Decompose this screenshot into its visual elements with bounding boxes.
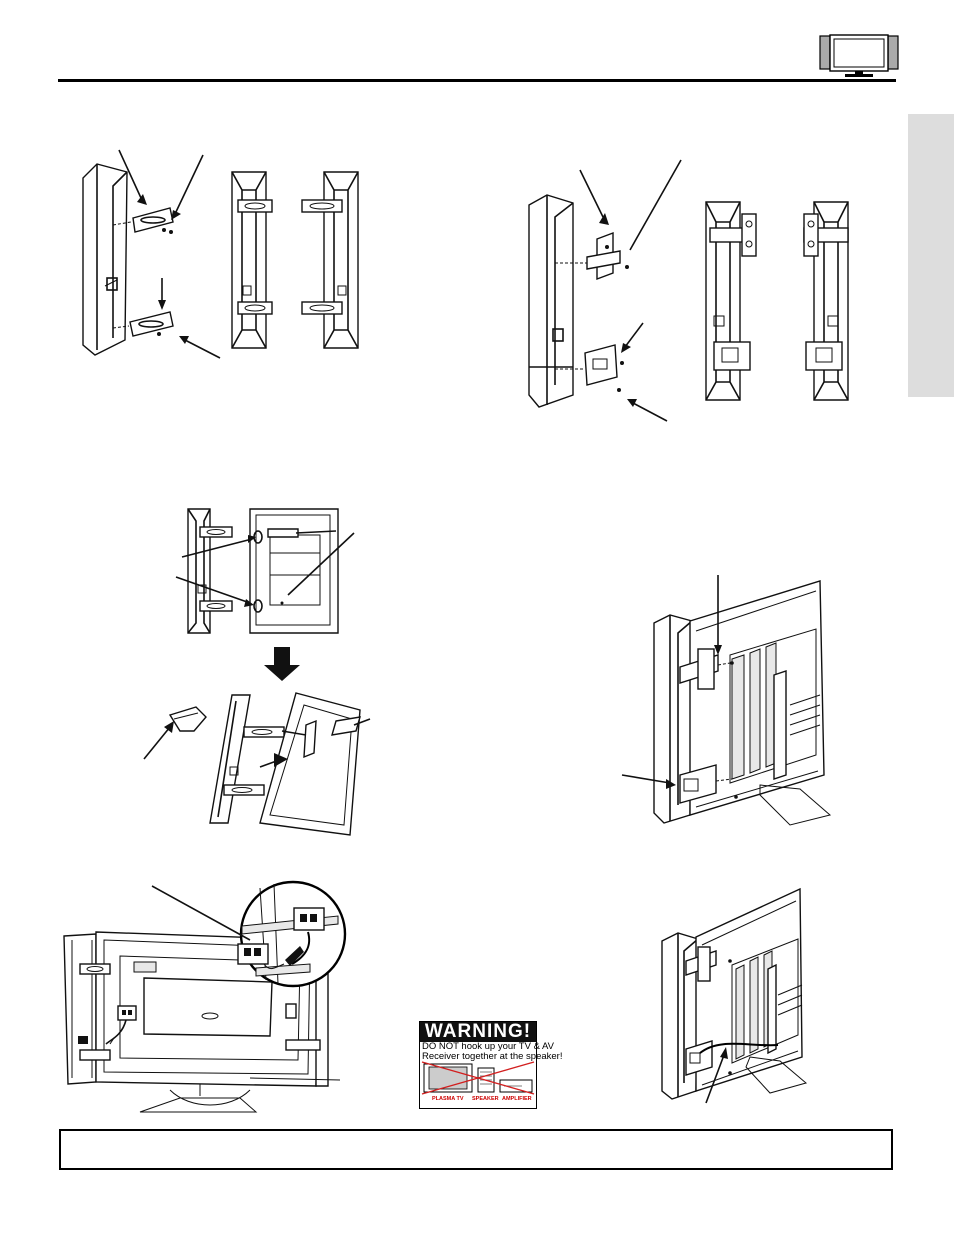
speaker-bracket-attach-right xyxy=(528,159,682,422)
warning-speaker-label: SPEAKER xyxy=(472,1096,499,1102)
header-rule xyxy=(58,79,896,82)
section-side-tab xyxy=(908,114,954,397)
speaker-bracket-variants-right xyxy=(705,201,849,401)
speaker-bracket-attach-left xyxy=(82,149,221,359)
speaker-cable-connection xyxy=(63,880,347,1113)
speaker-mounted-on-tv xyxy=(621,575,832,826)
speaker-bracket-variants-left xyxy=(231,171,359,349)
warning-title: WARNING! xyxy=(420,1022,536,1042)
warning-diagram xyxy=(421,1061,535,1095)
warning-tv-label: PLASMA TV xyxy=(432,1096,464,1102)
speaker-to-tv-alignment xyxy=(143,508,371,836)
note-box xyxy=(59,1129,893,1170)
warning-line-1: DO NOT hook up your TV & AV xyxy=(422,1041,555,1052)
warning-label: WARNING! DO NOT hook up your TV & AV Rec… xyxy=(419,1021,563,1109)
warning-amp-label: AMPLIFIER xyxy=(502,1096,532,1102)
warning-line-2: Receiver together at the speaker! xyxy=(422,1051,563,1062)
plasma-tv-icon xyxy=(819,34,899,77)
speaker-cable-routing xyxy=(661,887,808,1104)
